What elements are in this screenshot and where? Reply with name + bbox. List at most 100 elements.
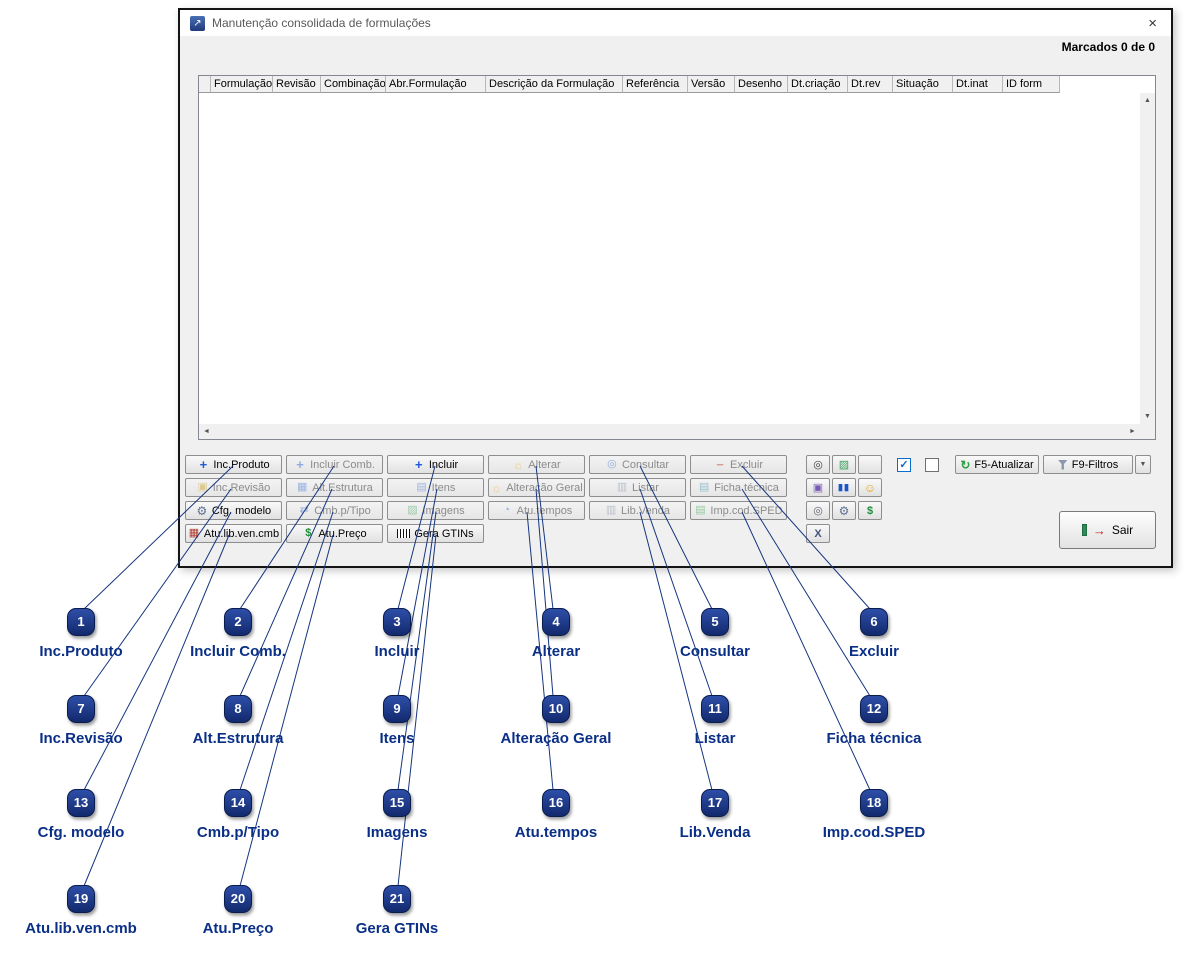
button-inc-produto[interactable]: + Inc.Produto [185,455,282,474]
smiley-icon: ☺ [863,480,877,495]
button-consultar[interactable]: ◎ Consultar [589,455,686,474]
annotation-17: 17 Lib.Venda [635,789,795,841]
column-header-abr-formulacao[interactable]: Abr.Formulação [386,76,486,93]
annotation-2: 2 Incluir Comb. [158,608,318,660]
scroll-down-icon[interactable]: ▼ [1144,413,1151,420]
annotation-number-badge: 6 [860,608,888,636]
formulations-grid: Formulação Revisão Combinação Abr.Formul… [198,75,1156,440]
column-header-dt-rev[interactable]: Dt.rev [848,76,893,93]
annotation-13: 13 Cfg. modelo [1,789,161,841]
annotation-label: Alterar [531,643,581,660]
button-imp-cod-sped[interactable]: ▤ Imp.cod.SPED [690,501,787,520]
button-incluir[interactable]: + Incluir [387,455,484,474]
close-button[interactable]: × [1148,14,1157,32]
button-incluir-comb[interactable]: + Incluir Comb. [286,455,383,474]
button-label: Incluir Comb. [310,458,375,471]
button-atu-lib-ven-cmb[interactable]: ▦ Atu.lib.ven.cmb [185,524,282,543]
column-header-descricao[interactable]: Descrição da Formulação [486,76,623,93]
annotation-label: Atu.tempos [514,824,598,841]
app-window: ↗ Manutenção consolidada de formulações … [178,8,1173,568]
annotation-label: Alt.Estrutura [192,730,284,747]
photo-button[interactable]: ▣ [806,478,830,497]
column-header-situacao[interactable]: Situação [893,76,953,93]
column-header-referencia[interactable]: Referência [623,76,688,93]
horizontal-scrollbar[interactable]: ◄ ► [199,424,1140,439]
money-button[interactable]: $ [858,501,882,520]
annotation-6: 6 Excluir [794,608,954,660]
column-header-dt-inat[interactable]: Dt.inat [953,76,1003,93]
column-header-combinacao[interactable]: Combinação [321,76,386,93]
column-header-indicator[interactable] [199,76,211,93]
column-header-versao[interactable]: Versão [688,76,735,93]
button-excluir[interactable]: − Excluir [690,455,787,474]
annotation-label: Inc.Produto [39,643,123,660]
button-alteracao-geral[interactable]: ☼ Alteração Geral [488,478,585,497]
button-alt-estrutura[interactable]: ▦ Alt.Estrutura [286,478,383,497]
document-icon: ▤ [698,481,710,493]
vertical-scrollbar[interactable]: ▲ ▼ [1140,93,1155,424]
scroll-up-icon[interactable]: ▲ [1144,97,1151,104]
annotation-1: 1 Inc.Produto [1,608,161,660]
button-label: F5-Atualizar [974,458,1034,471]
column-header-revisao[interactable]: Revisão [273,76,321,93]
checkbox-checked[interactable]: ✓ [897,458,911,472]
button-lib-venda[interactable]: ▥ Lib.Venda [589,501,686,520]
button-label: Excluir [729,458,763,471]
smiley-button[interactable]: ☺ [858,478,882,497]
button-ficha-tecnica[interactable]: ▤ Ficha técnica [690,478,787,497]
annotation-number-badge: 5 [701,608,729,636]
column-header-desenho[interactable]: Desenho [735,76,788,93]
button-itens[interactable]: ▤ Itens [387,478,484,497]
button-label: F9-Filtros [1071,458,1119,471]
annotation-number-badge: 13 [67,789,95,817]
pause-button[interactable]: ▮▮ [832,478,856,497]
button-inc-revisao[interactable]: ▣ Inc.Revisão [185,478,282,497]
glasses-button[interactable]: ◎ [806,501,830,520]
button-cfg-modelo[interactable]: ⚙ Cfg. modelo [185,501,282,520]
app-icon: ↗ [190,15,205,31]
f5-atualizar-button[interactable]: ↻ F5-Atualizar [955,455,1039,474]
scroll-left-icon[interactable]: ◄ [203,428,210,435]
annotation-number-badge: 3 [383,608,411,636]
annotation-number-badge: 8 [224,695,252,723]
list-icon: ▥ [616,481,628,493]
annotation-number-badge: 2 [224,608,252,636]
column-header-formulacao[interactable]: Formulação [211,76,273,93]
report-button[interactable] [858,455,882,474]
annotation-8: 8 Alt.Estrutura [158,695,318,747]
button-label: Imagens [422,504,465,517]
column-header-id-form[interactable]: ID form [1003,76,1060,93]
scroll-right-icon[interactable]: ► [1129,428,1136,435]
column-header-dt-criacao[interactable]: Dt.criação [788,76,848,93]
annotation-number-badge: 15 [383,789,411,817]
button-listar[interactable]: ▥ Listar [589,478,686,497]
view-records-button[interactable]: ◎ [806,455,830,474]
button-label: Cmb.p/Tipo [314,504,371,517]
annotation-3: 3 Incluir [317,608,477,660]
sair-button[interactable]: → Sair [1059,511,1156,549]
button-alterar[interactable]: ☼ Alterar [488,455,585,474]
filter-icon [1057,459,1068,470]
annotation-number-badge: 20 [224,885,252,913]
table-icon: ▦ [188,527,200,539]
exit-door-icon [1081,524,1087,536]
barcode-icon [397,529,411,538]
annotation-number-badge: 18 [860,789,888,817]
button-imagens[interactable]: ▨ Imagens [387,501,484,520]
image-preview-button[interactable]: ▨ [832,455,856,474]
annotation-7: 7 Inc.Revisão [1,695,161,747]
export-x-button[interactable]: X [806,524,830,543]
annotation-label: Imp.cod.SPED [822,824,926,841]
button-atu-preco[interactable]: $ Atu.Preço [286,524,383,543]
annotation-label: Ficha técnica [826,730,922,747]
f9-filtros-button[interactable]: F9-Filtros [1043,455,1133,474]
button-label: Alteração Geral [506,481,583,494]
filter-dropdown-button[interactable]: ▼ [1135,455,1151,474]
settings-button[interactable]: ⚙ [832,501,856,520]
button-atu-tempos[interactable]: ◔ Atu.tempos [488,501,585,520]
checkbox-unchecked[interactable] [925,458,939,472]
button-cmb-p-tipo[interactable]: ⇄ Cmb.p/Tipo [286,501,383,520]
glasses-icon: ◎ [813,505,823,517]
button-gera-gtins[interactable]: Gera GTINs [387,524,484,543]
gear-icon: ⚙ [838,503,850,518]
